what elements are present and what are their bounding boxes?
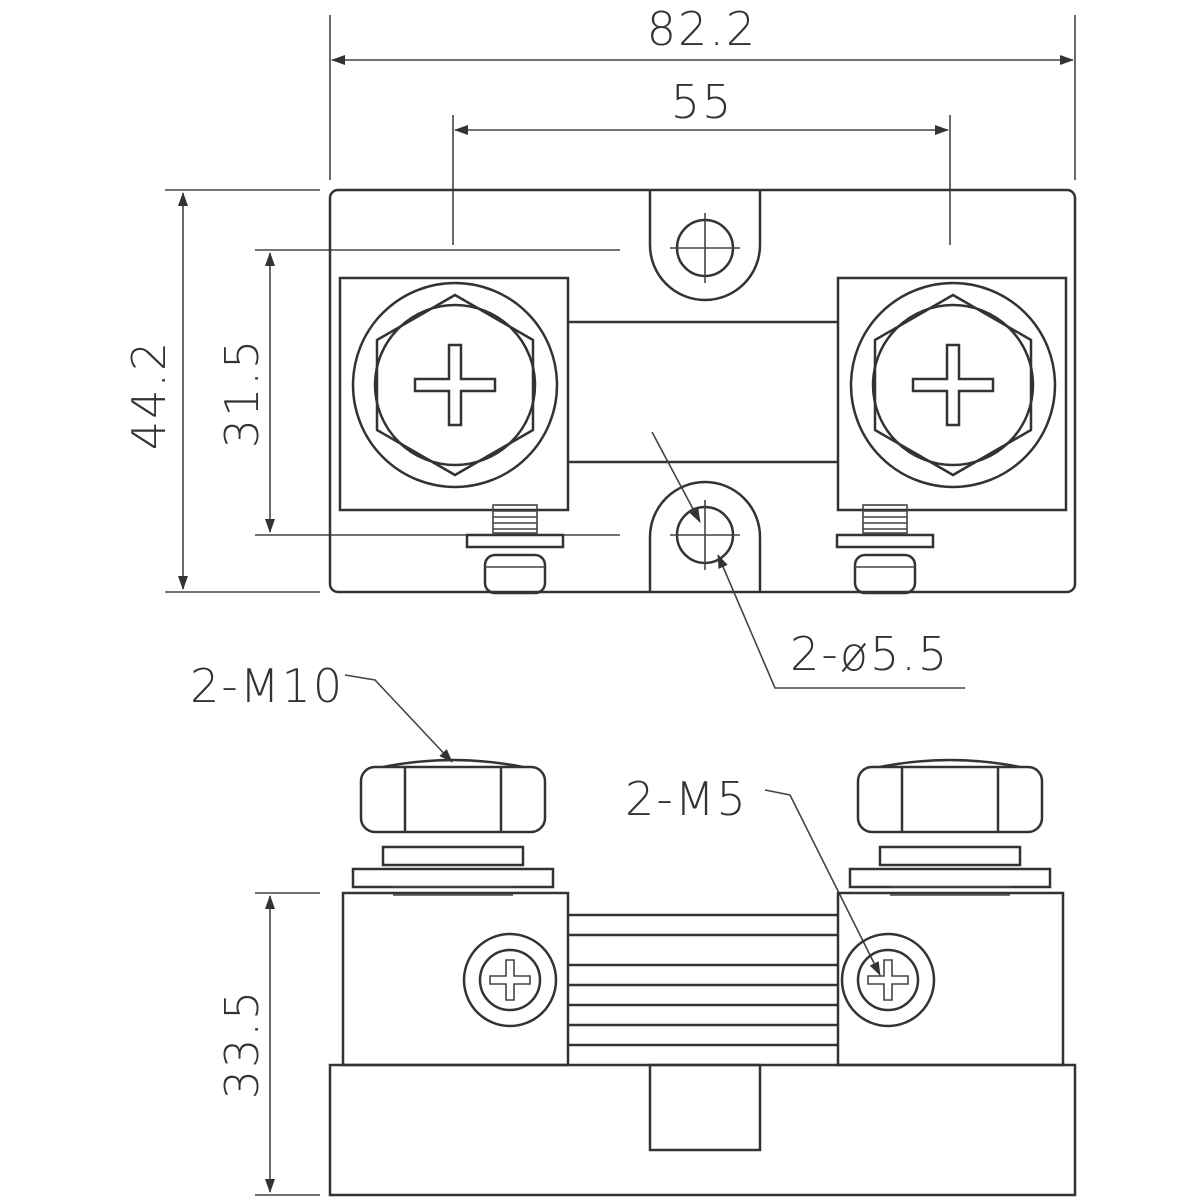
nut-right bbox=[848, 758, 1052, 897]
dimension-overall-height: 44.2 bbox=[122, 340, 176, 450]
base-plate bbox=[328, 188, 1077, 594]
label-mount-holes: 2-ø5.5 bbox=[790, 627, 949, 681]
top-view: 82.2 55 44.2 31.5 2-ø5.5 bbox=[122, 2, 1077, 689]
mount-tab-bottom bbox=[648, 480, 762, 592]
base-block bbox=[328, 1063, 1077, 1197]
dimension-terminal-spacing: 55 bbox=[671, 75, 734, 129]
dimension-mount-spacing: 31.5 bbox=[215, 338, 269, 448]
nut-left bbox=[351, 758, 555, 897]
mount-tab-top bbox=[648, 190, 762, 302]
terminal-left bbox=[338, 276, 570, 512]
dimension-side-height: 33.5 bbox=[215, 989, 269, 1099]
label-main-bolts: 2-M10 bbox=[190, 659, 344, 713]
label-side-screws: 2-M5 bbox=[625, 772, 748, 826]
terminal-right bbox=[836, 276, 1068, 512]
side-view: 2-M10 2-M5 33.5 bbox=[190, 659, 1077, 1197]
dimension-overall-width: 82.2 bbox=[647, 2, 757, 56]
